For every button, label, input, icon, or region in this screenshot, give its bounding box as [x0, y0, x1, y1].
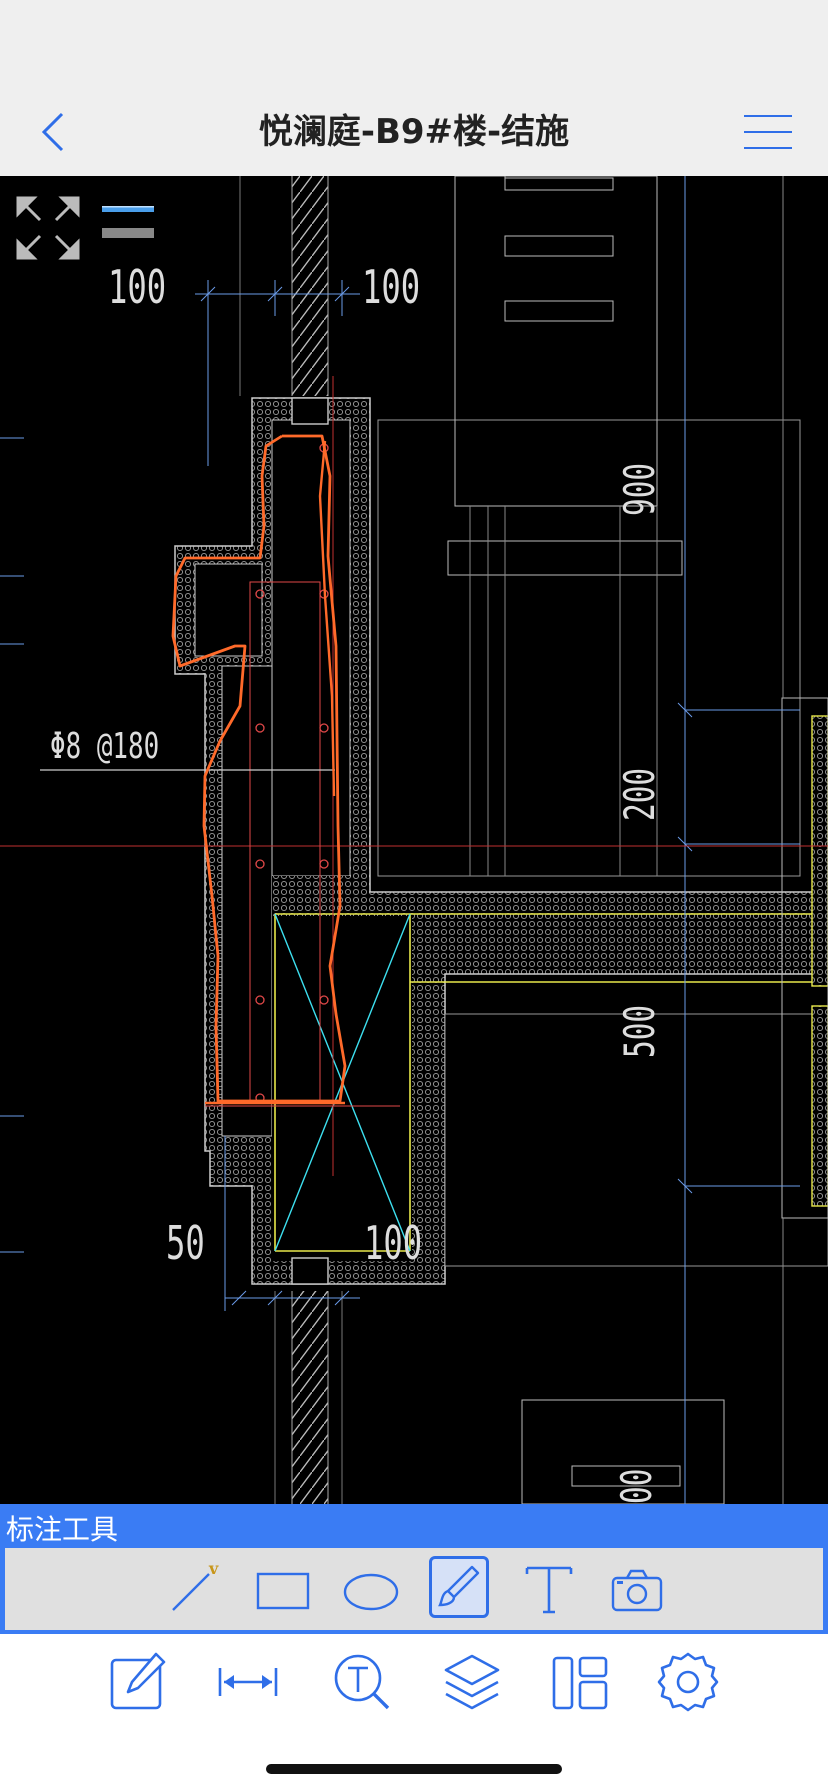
layout-panels-icon	[552, 1656, 608, 1710]
line-tool-icon: v	[172, 1559, 219, 1611]
brush-tool-button[interactable]	[429, 1556, 489, 1618]
dimension-100-top-right: 100	[362, 260, 421, 314]
status-bar-area	[0, 0, 828, 88]
bottom-toolbar	[0, 1634, 828, 1792]
home-indicator	[266, 1764, 562, 1774]
annotation-tools-panel: v	[0, 1546, 828, 1634]
back-button[interactable]	[34, 110, 78, 154]
nav-bar: 悦澜庭-B9#楼-结施	[0, 88, 828, 176]
dimension-50: 50	[166, 1216, 205, 1270]
text-tool-button[interactable]	[519, 1556, 579, 1618]
svg-text:v: v	[208, 1559, 219, 1578]
annotation-tools-tray: v	[5, 1548, 823, 1630]
measure-arrow-icon	[218, 1668, 278, 1696]
layout-button[interactable]	[548, 1650, 612, 1714]
text-search-button[interactable]	[330, 1650, 394, 1714]
wall-hatch-bottom	[292, 1291, 328, 1504]
wall-hatch-top	[292, 176, 328, 396]
expand-icon[interactable]	[16, 196, 80, 260]
cad-drawing	[0, 176, 828, 1504]
ellipse-tool-button[interactable]	[341, 1556, 401, 1618]
dimension-100-top-left: 100	[108, 260, 167, 314]
line-tool-button[interactable]: v	[165, 1556, 225, 1618]
rectangle-tool-button[interactable]	[253, 1556, 313, 1618]
gear-icon	[657, 1652, 719, 1712]
menu-button[interactable]	[742, 112, 794, 152]
dimension-cut-bottom: 00	[612, 1468, 661, 1504]
annotation-tools-label: 标注工具	[6, 1513, 119, 1546]
dimension-500: 500	[615, 1004, 664, 1058]
layers-button[interactable]	[440, 1650, 504, 1714]
annotation-tools-header: 标注工具	[0, 1504, 828, 1546]
layers-icon	[444, 1654, 500, 1710]
freehand-markup	[171, 434, 347, 1103]
ellipse-icon	[343, 1573, 399, 1611]
hamburger-menu-icon	[744, 115, 792, 149]
edit-pencil-icon	[110, 1652, 166, 1710]
text-search-icon	[334, 1654, 390, 1710]
cad-drawing-canvas[interactable]: 100 100 Φ8 @180 900 200 500 50 100 00	[0, 176, 828, 1504]
rectangle-icon	[256, 1572, 310, 1610]
measure-button[interactable]	[216, 1650, 280, 1714]
dimension-900: 900	[615, 462, 664, 516]
rebar-label: Φ8 @180	[50, 726, 160, 767]
settings-button[interactable]	[656, 1650, 720, 1714]
camera-tool-button[interactable]	[607, 1556, 667, 1618]
line-style-icon[interactable]	[100, 202, 156, 242]
chevron-left-icon	[41, 112, 64, 152]
text-t-icon	[525, 1566, 573, 1614]
brush-icon	[438, 1565, 480, 1607]
camera-icon	[611, 1569, 663, 1612]
page-title: 悦澜庭-B9#楼-结施	[258, 112, 570, 152]
dimension-200: 200	[615, 767, 664, 821]
dimension-100-bottom: 100	[364, 1216, 423, 1270]
edit-button[interactable]	[106, 1650, 170, 1714]
